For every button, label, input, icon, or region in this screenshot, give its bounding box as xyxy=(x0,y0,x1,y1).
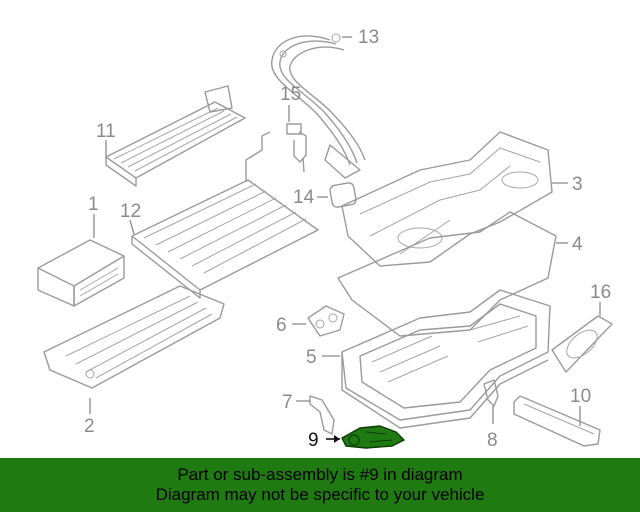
callout-10: 10 xyxy=(570,386,591,407)
info-banner: Part or sub-assembly is #9 in diagram Di… xyxy=(0,458,640,512)
callout-13: 13 xyxy=(358,27,379,48)
callout-7: 7 xyxy=(282,392,293,413)
part-3-cover xyxy=(341,131,553,267)
part-2-plate xyxy=(43,285,225,389)
part-10-rail xyxy=(513,395,601,447)
part-8-bracket xyxy=(483,379,499,407)
part-6-connector xyxy=(307,305,345,337)
callout-3: 3 xyxy=(572,174,583,195)
leader-12 xyxy=(129,219,135,235)
part-11-frame xyxy=(105,85,246,187)
callout-16: 16 xyxy=(590,282,611,303)
callout-4: 4 xyxy=(572,234,583,255)
callout-11: 11 xyxy=(96,121,116,142)
callout-14: 14 xyxy=(293,187,315,208)
part-9-highlighted[interactable] xyxy=(341,425,405,449)
callout-12: 12 xyxy=(120,201,141,222)
part-15-sensor xyxy=(286,123,307,173)
callout-2: 2 xyxy=(84,416,95,437)
banner-line-1: Part or sub-assembly is #9 in diagram xyxy=(177,465,463,484)
callout-9: 9 xyxy=(308,430,319,451)
part-12-tray xyxy=(131,131,319,299)
callout-5: 5 xyxy=(306,347,317,368)
part-4-gasket xyxy=(337,211,557,337)
callout-15: 15 xyxy=(280,84,301,105)
leader-9-arrowhead xyxy=(334,435,340,443)
part-5-tray xyxy=(341,289,551,429)
part-1-module xyxy=(37,239,125,307)
callout-1: 1 xyxy=(88,194,99,215)
part-7-bracket xyxy=(309,395,335,435)
part-14-seal xyxy=(329,182,357,208)
parts-diagram: 13 15 14 11 12 1 xyxy=(37,27,613,451)
part-13-lines xyxy=(271,33,366,179)
part-16-plate xyxy=(551,315,613,373)
callout-8: 8 xyxy=(487,430,498,451)
callout-6: 6 xyxy=(276,315,287,336)
banner-line-2: Diagram may not be specific to your vehi… xyxy=(155,485,485,504)
